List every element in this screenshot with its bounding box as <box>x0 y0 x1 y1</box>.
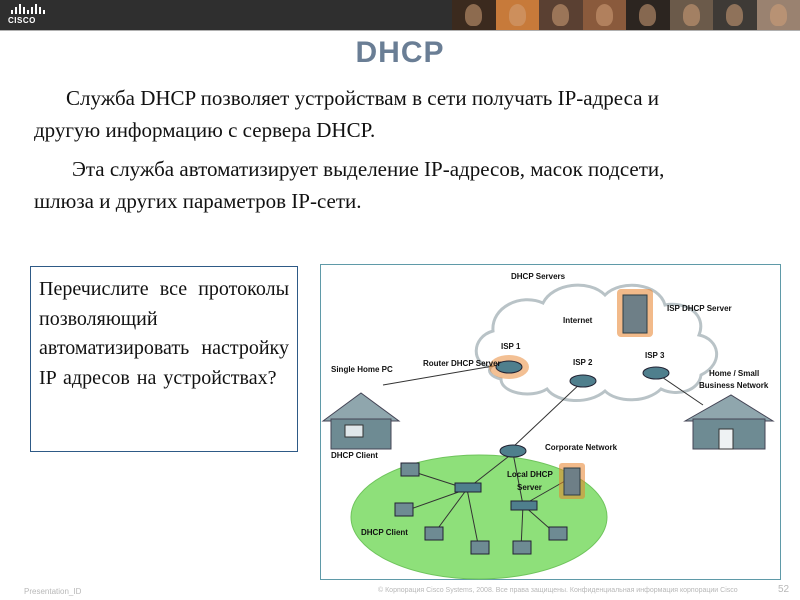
label-isp1: ISP 1 <box>501 342 521 351</box>
paragraph-2: Эта служба автоматизирует выделение IP-а… <box>34 157 665 213</box>
photo-8 <box>756 0 800 30</box>
network-diagram: DHCP Servers Internet ISP DHCP Server IS… <box>320 264 781 580</box>
router-isp2-icon <box>569 374 597 388</box>
photo-1 <box>452 0 496 30</box>
router-isp3-icon <box>642 366 670 380</box>
footer-copyright: © Корпорация Cisco Systems, 2008. Все пр… <box>378 587 738 594</box>
cisco-bars-icon <box>11 4 48 14</box>
corporate-router-icon <box>499 444 527 458</box>
single-home-house-icon <box>321 392 401 450</box>
network-diagram-svg: DHCP Servers Internet ISP DHCP Server IS… <box>321 272 775 580</box>
label-business-network: Business Network <box>699 381 769 390</box>
header-banner: CISCO <box>0 0 800 30</box>
label-local-dhcp: Local DHCP <box>507 470 553 479</box>
label-local-dhcp-server: Server <box>517 483 542 492</box>
label-single-home-pc: Single Home PC <box>331 365 393 374</box>
header-rule <box>0 30 800 31</box>
label-isp-dhcp-server: ISP DHCP Server <box>667 304 732 313</box>
label-dhcp-servers: DHCP Servers <box>511 272 566 281</box>
client-pcs <box>394 462 568 555</box>
paragraph-1: Служба DHCP позволяет устройствам в сети… <box>34 86 660 142</box>
client-pc-5-icon <box>512 540 532 555</box>
label-internet: Internet <box>563 316 593 325</box>
photo-3 <box>539 0 583 30</box>
client-pc-1-icon <box>400 462 420 477</box>
label-corporate-network: Corporate Network <box>545 443 618 452</box>
page-number: 52 <box>778 584 790 595</box>
label-home-small: Home / Small <box>709 369 759 378</box>
router-isp1-icon <box>489 355 529 379</box>
local-dhcp-server-icon <box>563 467 581 496</box>
photo-5 <box>626 0 670 30</box>
client-pc-6-icon <box>548 526 568 541</box>
slide-title: DHCP <box>355 36 445 69</box>
cisco-logo: CISCO <box>8 4 48 26</box>
small-business-house-icon <box>683 394 775 450</box>
client-pc-3-icon <box>424 526 444 541</box>
question-box: Перечислите все протоколы позволяющий ав… <box>30 266 298 452</box>
client-pc-4-icon <box>470 540 490 555</box>
label-dhcp-client-bottom: DHCP Client <box>361 528 408 537</box>
label-isp2: ISP 2 <box>573 358 593 367</box>
photo-2 <box>495 0 539 30</box>
footer-presentation-id: Presentation_ID <box>24 587 82 596</box>
switch-2-icon <box>510 500 538 511</box>
header-photo-strip <box>452 0 800 30</box>
question-text: Перечислите все протоколы позволяющий ав… <box>39 278 289 389</box>
photo-4 <box>582 0 626 30</box>
corporate-lan-area <box>350 454 608 580</box>
switch-1-icon <box>454 482 482 493</box>
label-dhcp-client-top: DHCP Client <box>331 451 378 460</box>
client-pc-2-icon <box>394 502 414 517</box>
isp-dhcp-server-icon <box>622 294 648 334</box>
photo-7 <box>713 0 757 30</box>
label-router-dhcp-server: Router DHCP Server <box>423 359 501 368</box>
photo-6 <box>669 0 713 30</box>
cisco-logo-text: CISCO <box>8 16 36 25</box>
label-isp3: ISP 3 <box>645 351 665 360</box>
